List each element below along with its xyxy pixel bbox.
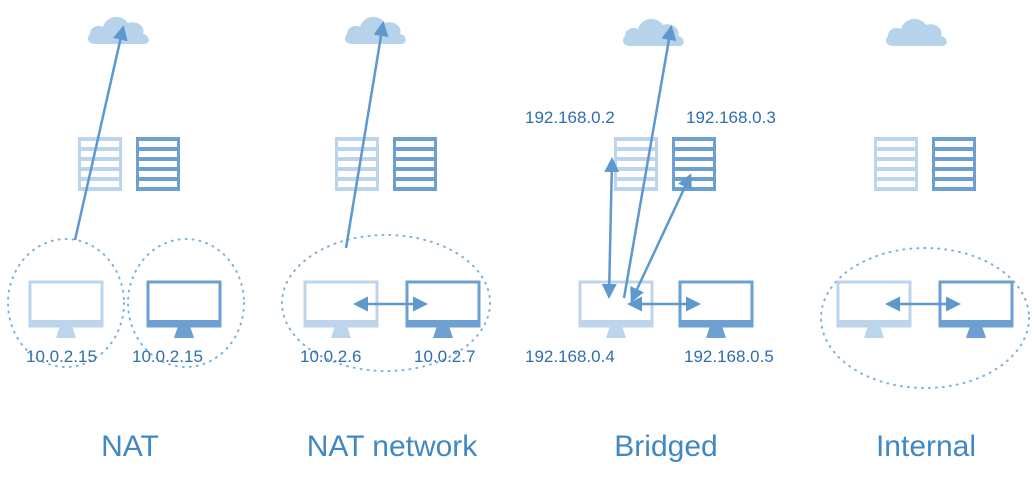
cloud-icon (885, 18, 947, 46)
panel-internal (820, 18, 1030, 389)
ip-label: 10.0.2.7 (414, 347, 476, 366)
server-ip-label: 192.168.0.2 (525, 108, 615, 127)
panel-caption: NAT (101, 430, 159, 463)
panel-nat (7, 16, 245, 368)
monitor-icon (303, 280, 379, 338)
monitor-icon (146, 280, 222, 338)
vm-boundary-ring (7, 238, 125, 368)
server-icon (393, 137, 437, 191)
ip-label: 192.168.0.5 (684, 347, 774, 366)
panel-caption: Bridged (614, 430, 718, 463)
server-ip-label: 192.168.0.3 (686, 108, 776, 127)
monitor-icon (938, 280, 1014, 338)
vm-boundary-ring (820, 247, 1030, 389)
server-icon (932, 137, 976, 191)
vm-boundary-ring (127, 238, 245, 368)
ip-label: 10.0.2.15 (132, 347, 203, 366)
monitor-icon (405, 280, 481, 338)
connection-arrow (344, 21, 389, 249)
monitor-icon (836, 280, 912, 338)
server-icon (136, 137, 180, 191)
vm-boundary-ring (281, 234, 491, 372)
panel-caption: NAT network (306, 430, 478, 463)
panel-caption: Internal (875, 430, 977, 463)
monitor-icon (678, 280, 754, 338)
connection-arrow (73, 25, 128, 241)
cloud-icon (344, 16, 406, 44)
panel-nat-network (281, 16, 491, 372)
monitor-icon (578, 280, 654, 338)
monitor-icon (28, 280, 104, 338)
server-icon (78, 137, 122, 191)
server-icon (874, 137, 918, 191)
ip-label: 192.168.0.4 (525, 347, 615, 366)
connection-arrow (601, 157, 620, 299)
panel-bridged (578, 18, 754, 338)
ip-label: 10.0.2.6 (300, 347, 362, 366)
connection-arrow (630, 173, 692, 303)
cloud-icon (622, 18, 684, 46)
server-icon (672, 137, 716, 191)
ip-label: 10.0.2.15 (26, 347, 97, 366)
cloud-icon (87, 16, 149, 44)
